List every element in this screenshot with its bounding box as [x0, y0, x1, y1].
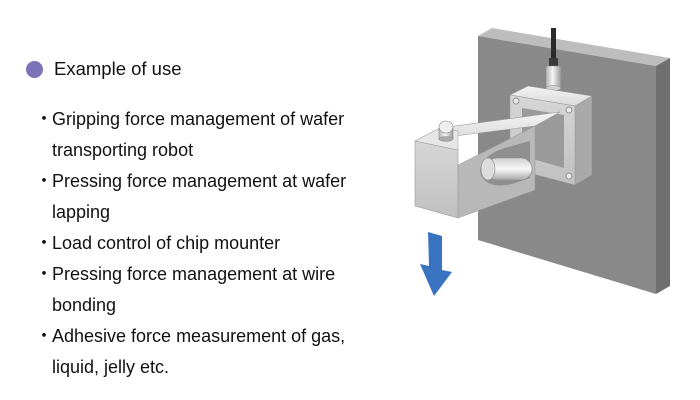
- list-marker: ・: [35, 233, 53, 253]
- list-item-line: Pressing force management at wafer: [52, 171, 347, 191]
- list-marker: ・: [35, 326, 53, 346]
- list-item-line: bonding: [52, 295, 117, 315]
- force-point-knob: [438, 120, 454, 142]
- sensor-cable: [545, 28, 562, 91]
- list-item: ・ Load control of chip mounter: [32, 228, 412, 259]
- heading-title: Example of use: [54, 58, 182, 79]
- list-item-line: Adhesive force measurement of gas,: [52, 326, 346, 346]
- list-marker: ・: [35, 264, 53, 284]
- list-item: ・ Gripping force management of wafer tra…: [32, 104, 412, 166]
- list-item-line: Pressing force management at wire: [52, 264, 336, 284]
- load-cell-illustration: [414, 28, 670, 296]
- section-heading: Example of use: [26, 58, 182, 80]
- list-item-line: liquid, jelly etc.: [52, 357, 170, 377]
- list-item-line: lapping: [52, 202, 111, 222]
- list-item: ・ Pressing force management at wire bond…: [32, 259, 412, 321]
- list-item-line: Load control of chip mounter: [52, 233, 281, 253]
- list-item: ・ Pressing force management at wafer lap…: [32, 166, 412, 228]
- list-marker: ・: [35, 171, 53, 191]
- list-item: ・ Adhesive force measurement of gas, liq…: [32, 321, 412, 383]
- list-item-line: transporting robot: [52, 140, 194, 160]
- list-item-line: Gripping force management of wafer: [52, 109, 345, 129]
- list-marker: ・: [35, 109, 53, 129]
- heading-bullet-dot: [26, 60, 43, 78]
- force-arrow-down-icon: [420, 232, 452, 296]
- use-case-list: ・ Gripping force management of wafer tra…: [32, 104, 412, 383]
